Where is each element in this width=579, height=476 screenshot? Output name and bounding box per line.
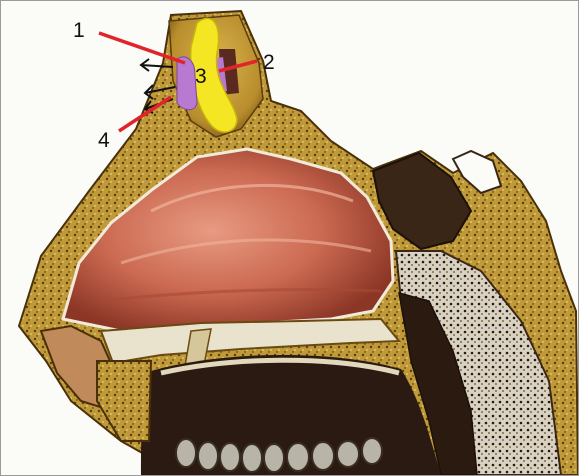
tooth [312,442,334,470]
tooth [287,443,309,471]
label-4: 4 [98,129,110,152]
tooth [198,442,218,470]
label-2: 2 [263,51,275,74]
tooth [176,439,196,467]
label-1: 1 [73,19,85,42]
label-3: 3 [195,65,207,88]
tooth [337,441,359,467]
tooth [242,444,262,472]
tooth [362,438,382,464]
tooth [264,444,284,472]
tooth [220,443,240,471]
